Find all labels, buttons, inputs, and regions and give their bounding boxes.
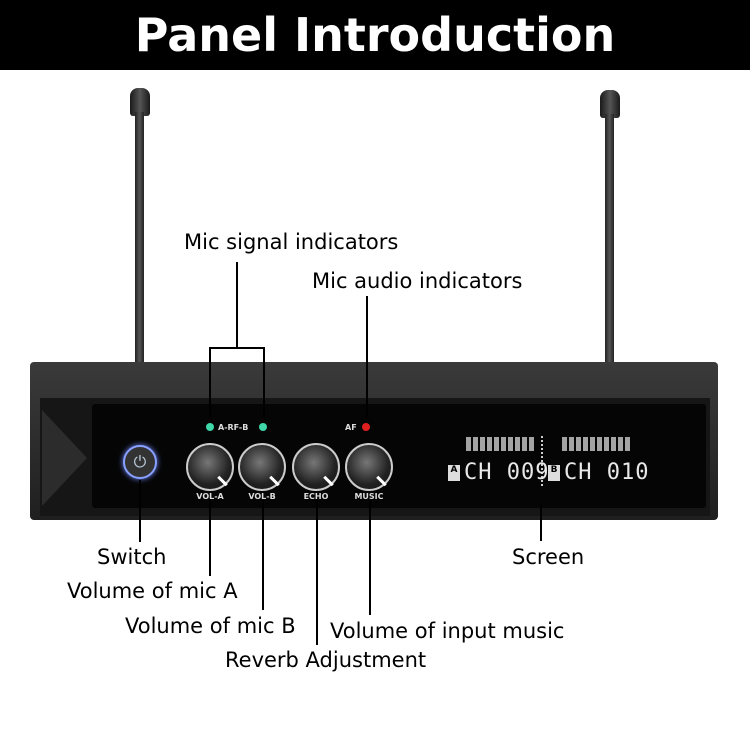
leader-line <box>209 500 211 576</box>
label-mic-signal: Mic signal indicators <box>184 230 399 254</box>
leader-line <box>366 296 368 420</box>
vol-a-knob[interactable] <box>186 443 234 491</box>
leader-line <box>263 347 265 417</box>
power-button[interactable]: ⏻ <box>123 445 157 479</box>
channel-a-display: CH 009 <box>464 460 550 485</box>
meter-a <box>466 437 534 451</box>
page-title: Panel Introduction <box>0 0 750 70</box>
label-switch: Switch <box>97 545 167 569</box>
leader-line <box>369 500 371 615</box>
power-icon: ⏻ <box>133 452 147 471</box>
channel-b-display: CH 010 <box>564 460 650 485</box>
echo-label: ECHO <box>303 492 329 501</box>
rf-label: A-RF-B <box>218 423 249 432</box>
channel-b-badge: B <box>548 465 560 481</box>
screen-divider <box>541 436 544 486</box>
channel-a-badge: A <box>448 465 460 481</box>
antenna-a-tip <box>130 88 150 116</box>
label-music: Volume of input music <box>330 619 565 643</box>
leader-line <box>540 505 542 541</box>
music-label: MUSIC <box>354 492 384 501</box>
meter-b <box>562 437 630 451</box>
leader-line <box>209 347 265 349</box>
vol-b-label: VOL-B <box>248 492 276 501</box>
af-led <box>362 423 370 431</box>
rf-a-led <box>206 423 214 431</box>
label-reverb: Reverb Adjustment <box>225 648 427 672</box>
label-screen: Screen <box>512 545 585 569</box>
vol-b-knob[interactable] <box>238 443 286 491</box>
leader-line <box>262 500 264 610</box>
echo-knob[interactable] <box>292 443 340 491</box>
leader-line <box>236 262 238 348</box>
side-triangle-decoration <box>42 410 87 506</box>
label-vol-b: Volume of mic B <box>125 614 296 638</box>
music-knob[interactable] <box>345 443 393 491</box>
label-vol-a: Volume of mic A <box>67 579 238 603</box>
leader-line <box>316 500 318 645</box>
antenna-b-tip <box>600 90 620 118</box>
vol-a-label: VOL-A <box>196 492 224 501</box>
label-mic-audio: Mic audio indicators <box>312 269 523 293</box>
antenna-b <box>605 114 614 367</box>
rf-b-led <box>259 423 267 431</box>
leader-line <box>209 347 211 417</box>
leader-line <box>139 480 141 542</box>
af-label: AF <box>345 423 357 432</box>
antenna-a <box>135 112 144 367</box>
